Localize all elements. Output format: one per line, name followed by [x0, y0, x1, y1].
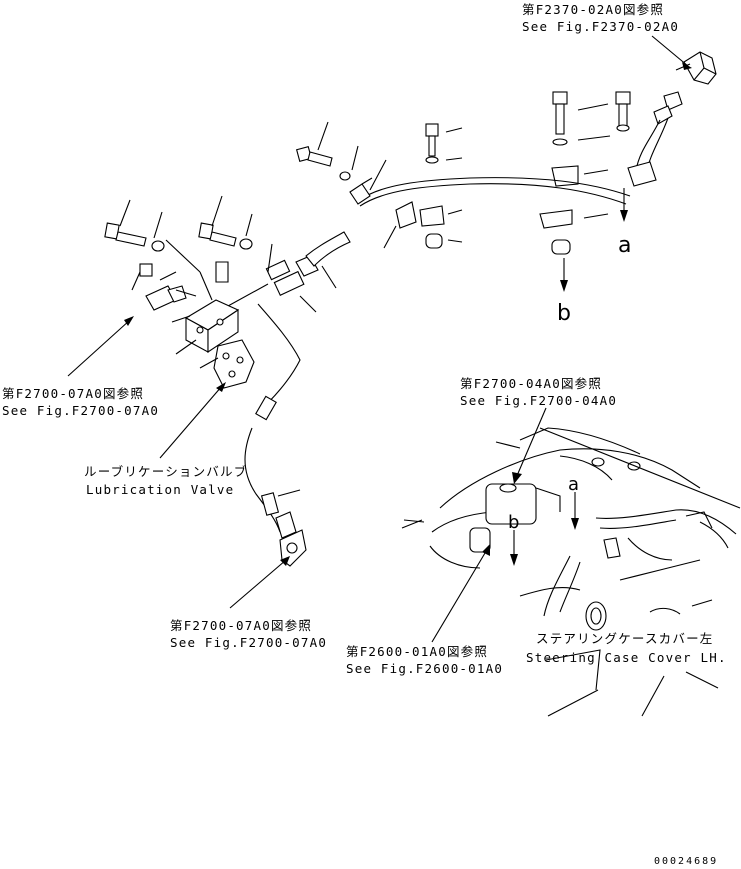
- fitting-left: [139, 261, 229, 311]
- callout-f2600-jp: 第F2600-01A0図参照: [346, 644, 488, 659]
- leader-top-right: [651, 35, 692, 70]
- callout-top-right-jp: 第F2370-02A0図参照: [522, 2, 664, 17]
- lubrication-valve-block: [184, 299, 240, 354]
- bolt-left-2: [198, 222, 253, 250]
- callout-mid-right-en: See Fig.F2700-04A0: [460, 393, 617, 408]
- bolt-center-a: [419, 123, 445, 249]
- callout-top-right-en: See Fig.F2370-02A0: [522, 19, 679, 34]
- steering-case-label-jp: ステアリングケースカバー左: [536, 631, 713, 646]
- ref-a-upper: a: [618, 233, 631, 258]
- valve-label-jp: ルーブリケーションバルブ: [84, 464, 247, 479]
- callout-f2600-en: See Fig.F2600-01A0: [346, 661, 503, 676]
- valve-label-en: Lubrication Valve: [86, 482, 234, 497]
- leader-left: [67, 316, 134, 377]
- leader-mid-right: [512, 407, 547, 484]
- ref-a-lower: a: [568, 474, 579, 495]
- callout-mid-right-jp: 第F2700-04A0図参照: [460, 376, 602, 391]
- bolt-center-b: [295, 145, 351, 181]
- valve-gasket: [213, 339, 255, 389]
- clamp-center: [349, 159, 417, 249]
- bolt-left-1: [104, 222, 165, 252]
- callout-left-jp: 第F2700-07A0図参照: [2, 386, 144, 401]
- ref-arrow-a-lower: [571, 492, 579, 530]
- leader-f2600: [431, 544, 490, 643]
- leader-bottom: [229, 556, 290, 609]
- callout-bottom-jp: 第F2700-07A0図参照: [170, 618, 312, 633]
- steering-case-overview: [401, 427, 741, 717]
- bolt-top-1: [552, 91, 568, 146]
- steering-case-label-en: Steering Case Cover LH.: [526, 650, 727, 665]
- drawing-id: 00024689: [654, 856, 718, 867]
- sensor-connector: [627, 51, 717, 187]
- ref-arrow-b-lower: [510, 530, 518, 566]
- leader-valve: [159, 382, 226, 459]
- bolt-top-2: [615, 91, 631, 132]
- ref-arrow-a-upper: [620, 188, 628, 222]
- ref-arrow-b-upper: [560, 258, 568, 292]
- hose-fitting: [265, 231, 351, 296]
- callout-bottom-en: See Fig.F2700-07A0: [170, 635, 327, 650]
- hose-end-fitting: [255, 395, 307, 567]
- ref-b-lower: b: [508, 512, 519, 533]
- callout-left-en: See Fig.F2700-07A0: [2, 403, 159, 418]
- ref-b-upper: b: [557, 301, 571, 326]
